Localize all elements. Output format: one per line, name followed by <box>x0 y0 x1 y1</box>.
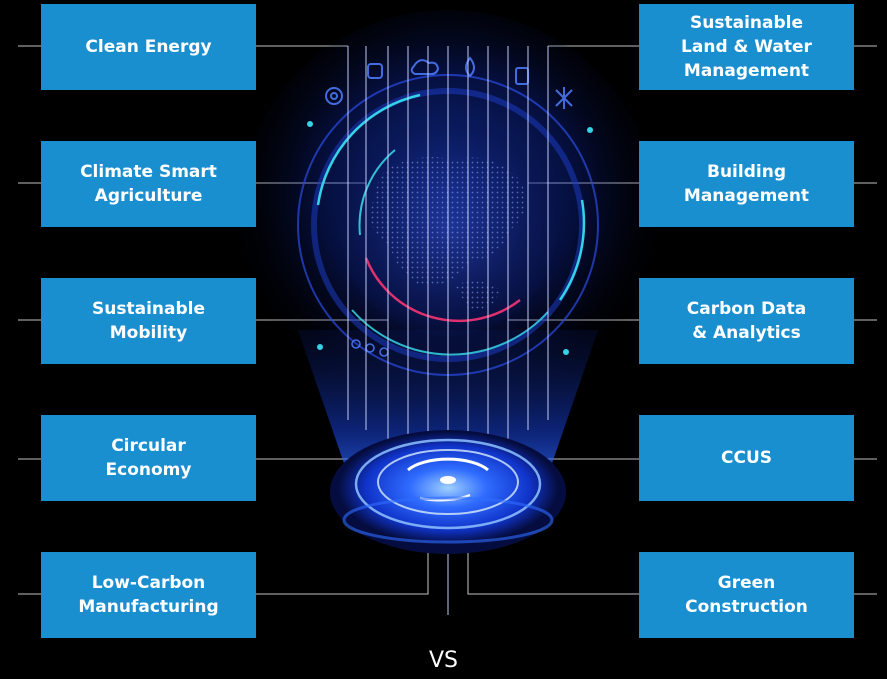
category-label: Sustainable Mobility <box>92 299 205 343</box>
category-label: Climate Smart Agriculture <box>80 162 217 206</box>
footer-caption: VS <box>428 648 458 673</box>
hologram-projector-icon <box>330 430 566 554</box>
category-box-ccus: CCUS <box>639 415 854 501</box>
category-label: Circular Economy <box>105 436 192 480</box>
category-label: Clean Energy <box>85 37 212 57</box>
category-box-low-carbon-manufacturing: Low-Carbon Manufacturing <box>41 552 256 638</box>
category-box-carbon-data-analytics: Carbon Data & Analytics <box>639 278 854 364</box>
category-box-sustainable-mobility: Sustainable Mobility <box>41 278 256 364</box>
cloud-icon <box>410 59 440 76</box>
hud-icons <box>325 56 573 109</box>
category-box-green-construction: Green Construction <box>639 552 854 638</box>
category-label: Sustainable Land & Water Management <box>681 13 812 81</box>
category-label: Building Management <box>683 162 810 206</box>
category-label: Carbon Data & Analytics <box>686 299 807 343</box>
snowflake-icon <box>555 87 573 109</box>
category-label: Green Construction <box>685 573 808 617</box>
category-box-circular-economy: Circular Economy <box>41 415 256 501</box>
category-box-land-water-management: Sustainable Land & Water Management <box>639 4 854 90</box>
category-box-building-management: Building Management <box>639 141 854 227</box>
water-drop-icon <box>465 56 475 78</box>
projection-lines <box>347 46 549 615</box>
category-box-climate-smart-agriculture: Climate Smart Agriculture <box>41 141 256 227</box>
category-box-clean-energy: Clean Energy <box>41 4 256 90</box>
category-label: CCUS <box>721 448 772 468</box>
category-label: Low-Carbon Manufacturing <box>78 573 219 617</box>
